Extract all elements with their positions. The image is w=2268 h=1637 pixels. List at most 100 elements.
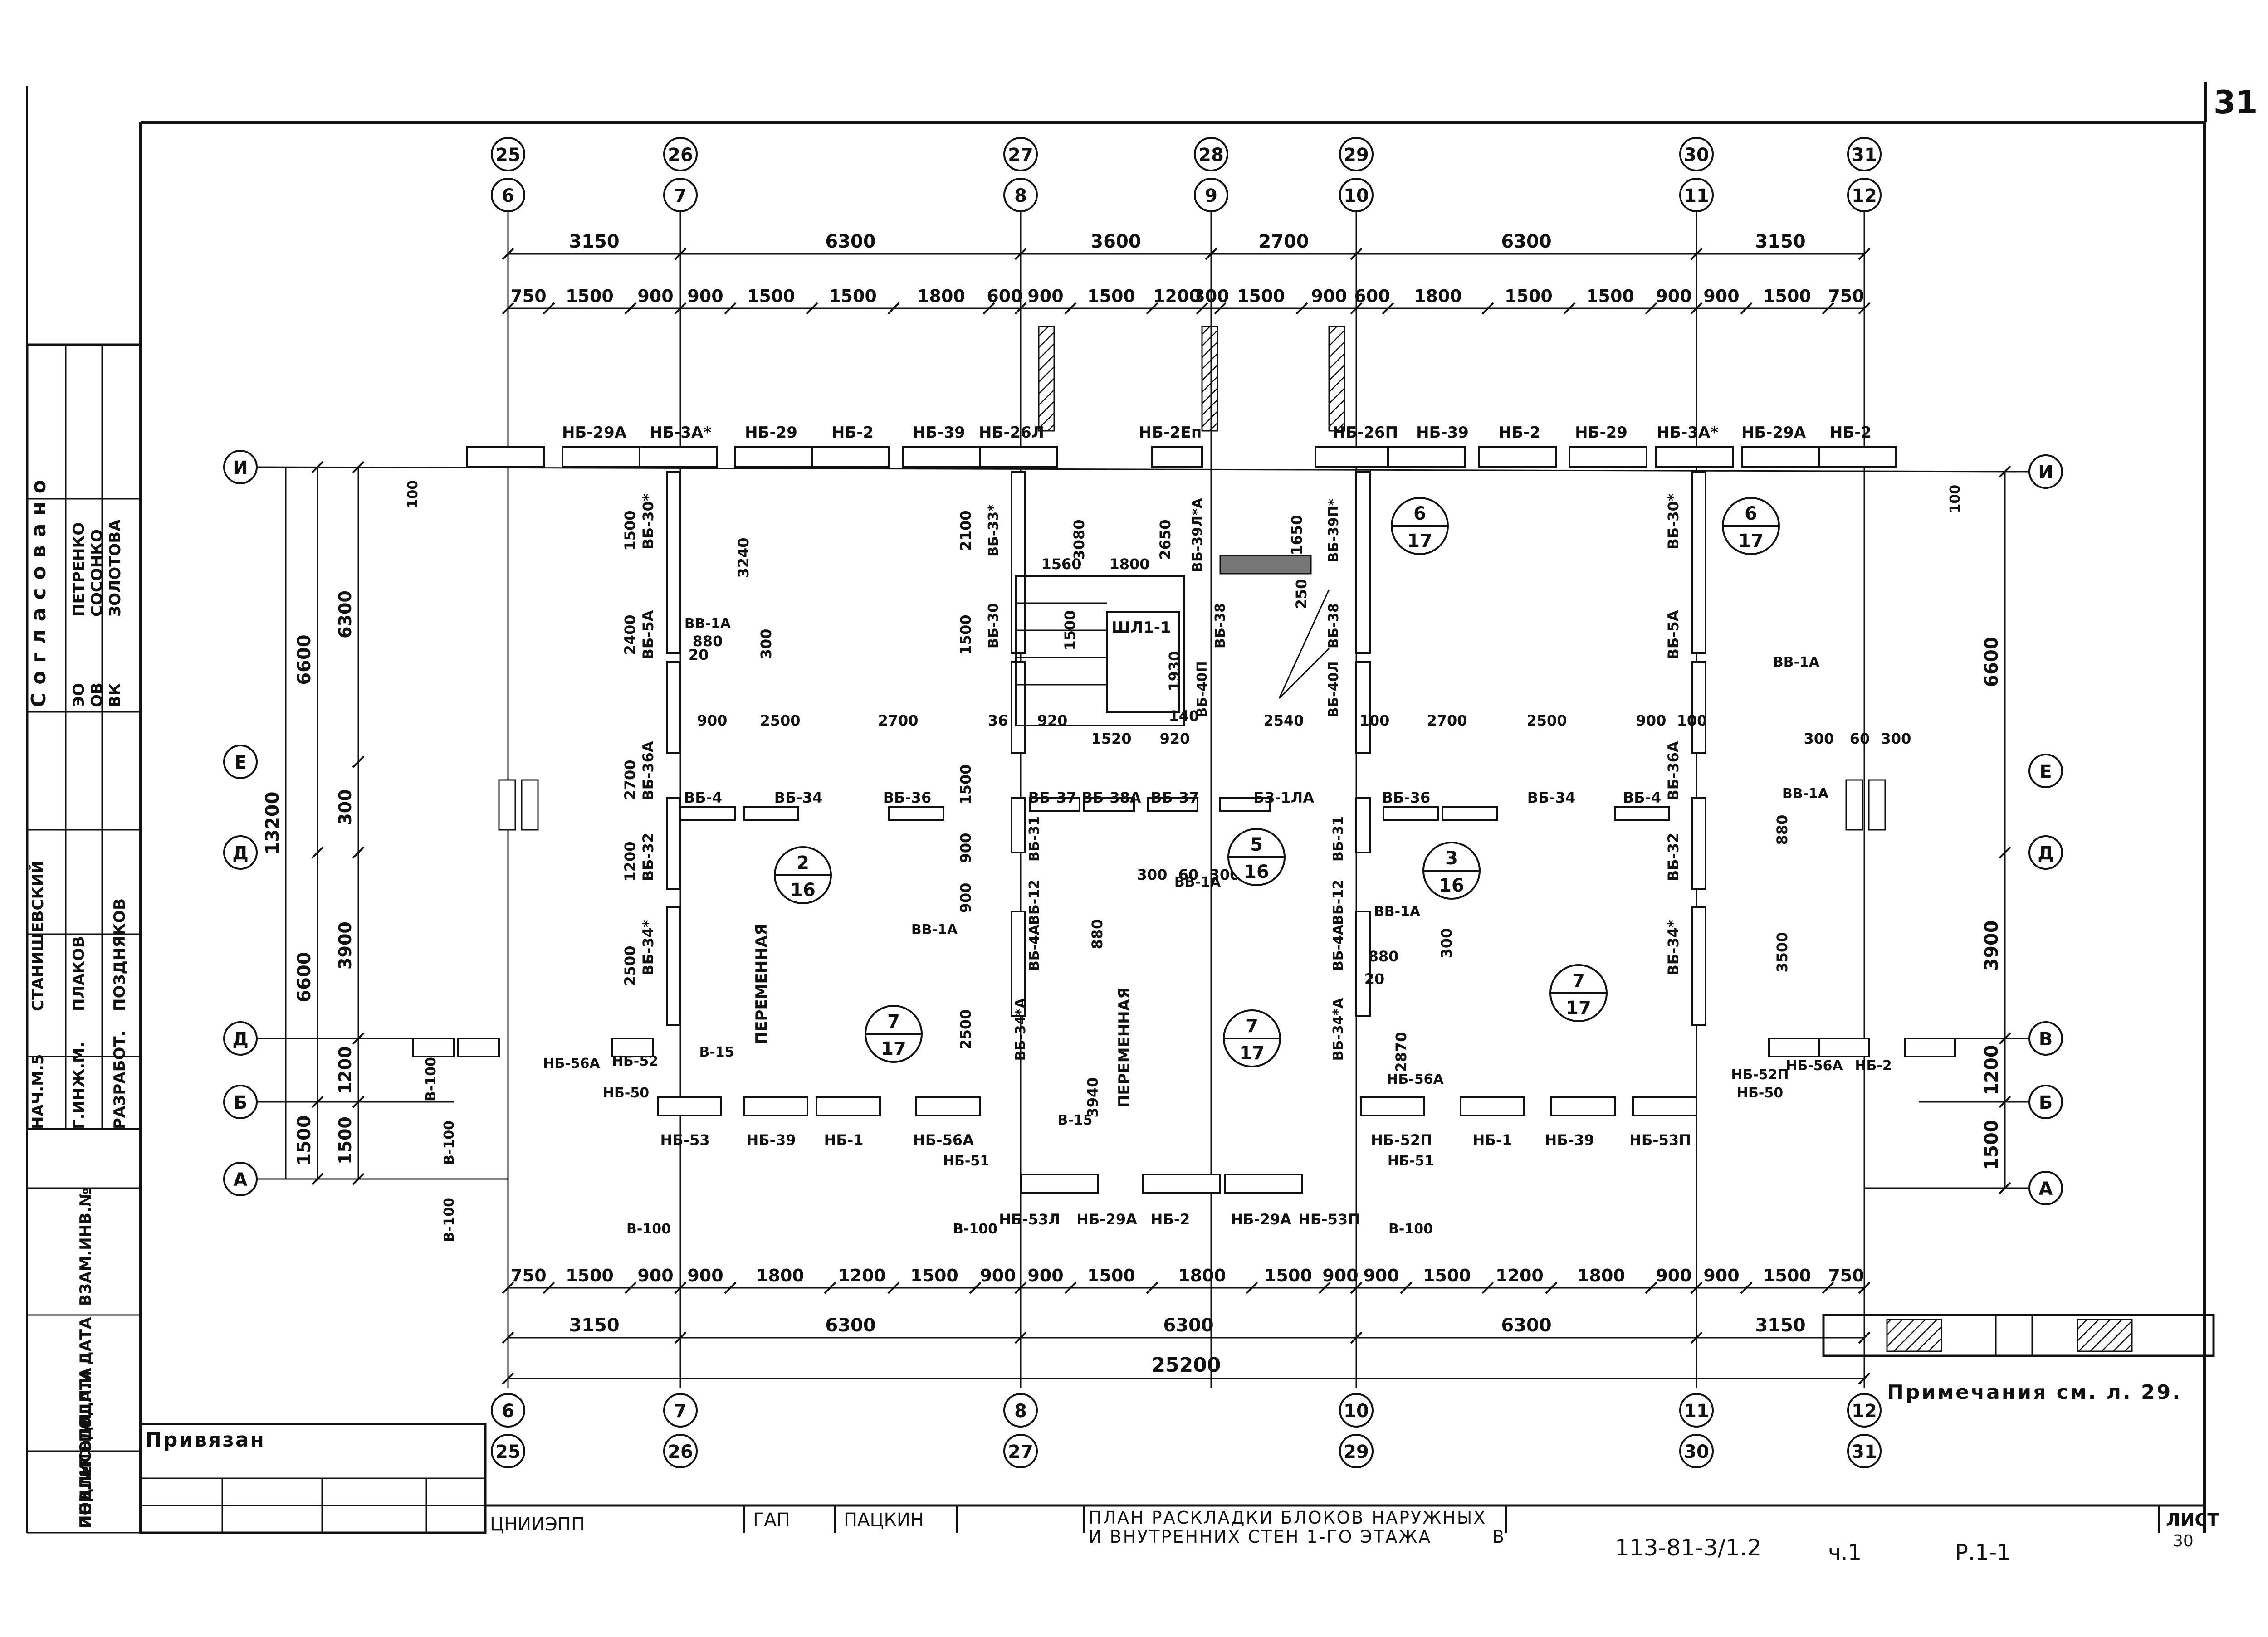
- axis-bubble-upper: [223, 1021, 258, 1056]
- interior-dimension: 1650: [1288, 515, 1305, 555]
- axis-bubble-bottom: 827: [1003, 1393, 1038, 1468]
- axis-bubble-upper: [1003, 1393, 1038, 1428]
- dimension-value: 300: [1193, 286, 1229, 306]
- dimension-value: 300: [335, 789, 355, 825]
- dimension-tick: [543, 1281, 555, 1294]
- block-label: НБ-56А: [1786, 1058, 1843, 1074]
- block-label: ВБ-30*: [1665, 493, 1682, 550]
- axis-bubble-top: 256: [491, 137, 525, 212]
- block-label: НБ-29А: [562, 424, 627, 442]
- axis-label-upper: Д: [2038, 843, 2054, 864]
- exterior-wall-block: [562, 446, 640, 468]
- axis-bubble-lower: [1679, 178, 1714, 212]
- axis-label-upper: И: [2038, 462, 2053, 483]
- axis-bubble-upper: [2028, 454, 2063, 489]
- block-label: НБ-50: [1737, 1085, 1783, 1101]
- block-label: В-15: [699, 1044, 734, 1060]
- axis-label-lower: 7: [674, 185, 687, 206]
- dimension-tick: [1858, 248, 1871, 260]
- axis-label-upper: 26: [668, 145, 693, 166]
- block-label: ВБ-4: [1623, 789, 1661, 806]
- dimension-tick: [674, 248, 687, 260]
- axis-bubble-upper: [663, 1393, 698, 1428]
- axis-bubble-left: Е: [223, 745, 258, 779]
- dimension-value: 1800: [1414, 286, 1462, 306]
- block-label: ВБ-37: [1151, 789, 1199, 806]
- axis-bubble-top: 26 7: [663, 137, 698, 212]
- section-callout: 717: [1223, 1009, 1281, 1067]
- interior-dimension: 2100: [957, 510, 974, 551]
- interior-dimension: 900: [957, 883, 974, 913]
- dimension-value: 1500: [1237, 286, 1285, 306]
- interior-wall-block: [1011, 797, 1026, 853]
- dimension-tick: [1350, 248, 1363, 260]
- interior-dimension: 2650: [1157, 519, 1174, 560]
- variable-label: ПЕРЕМЕННАЯ: [1115, 987, 1134, 1108]
- callout-number: 6: [1413, 503, 1426, 524]
- dimension-tick: [1822, 302, 1834, 315]
- dimension-tick: [887, 1281, 900, 1294]
- block-label: НБ-2: [832, 424, 874, 442]
- dimension-tick: [1382, 302, 1394, 315]
- callout-sheet: 17: [1566, 998, 1591, 1018]
- dimension-value: 600: [987, 286, 1022, 306]
- axis-bubble-upper: [223, 1162, 258, 1196]
- dimension-tick: [311, 1173, 324, 1185]
- block-label: ВБ-34*: [640, 920, 657, 976]
- dimension-value: 900: [637, 1266, 673, 1286]
- block-label: НБ-53П: [1629, 1131, 1691, 1149]
- staff-name: СТАНИШЕВСКИЙ: [29, 861, 47, 1011]
- axis-label-upper: Е: [234, 752, 246, 773]
- dimension-tick: [543, 302, 555, 315]
- sheet-title-line1: ПЛАН РАСКЛАДКИ БЛОКОВ НАРУЖНЫХ: [1089, 1508, 1486, 1528]
- dimension-tick: [1822, 1281, 1834, 1294]
- dimension-tick: [1690, 302, 1703, 315]
- interior-wall-block: [888, 806, 944, 821]
- axis-label-upper: 7: [674, 1401, 687, 1422]
- dimension-tick: [502, 248, 514, 260]
- dimension-value: 1800: [1178, 1266, 1226, 1286]
- sheet-title-suffix: В: [1492, 1527, 1504, 1547]
- block-label: ВБ-34*: [1665, 920, 1682, 976]
- axis-label-lower: 26: [668, 1442, 693, 1462]
- exterior-wall-block: [1904, 1038, 1956, 1057]
- interior-wall-block: [1219, 797, 1271, 812]
- title-block: [139, 1423, 2204, 1534]
- block-label: ВБ-32: [1665, 833, 1682, 882]
- interior-dimension: 2700: [621, 760, 639, 800]
- interior-dimension: 2700: [878, 712, 918, 729]
- exterior-wall-block: [1315, 446, 1393, 468]
- dimension-tick: [1481, 302, 1494, 315]
- interior-dimension: 880: [1774, 815, 1791, 845]
- block-label: ВБ-36: [883, 789, 932, 806]
- document-part: ч.1: [1828, 1540, 1862, 1565]
- dimension-value: 1500: [566, 1266, 614, 1286]
- block-label: НБ-2: [1499, 424, 1540, 442]
- dimension-tick: [1999, 1096, 2011, 1108]
- facade-sketch: [1822, 1314, 2215, 1357]
- axis-bubble-upper: [1679, 137, 1714, 171]
- axis-bubble-upper: [2028, 835, 2063, 870]
- axis-bubble-bottom: 7 26: [663, 1393, 698, 1468]
- block-label: НБ-52: [612, 1053, 658, 1069]
- exterior-wall-block: [639, 446, 718, 468]
- axis-label-lower: 12: [1852, 185, 1877, 206]
- dimension-tick: [1858, 1372, 1871, 1385]
- block-label: НБ-29А: [1076, 1211, 1137, 1228]
- block-label: ВБ-38А: [1081, 789, 1141, 806]
- dimension-value: 2700: [1258, 231, 1309, 252]
- exterior-wall-block: [902, 446, 981, 468]
- wall-thickness-label: В-100: [953, 1221, 997, 1237]
- interior-wall-block: [1691, 661, 1706, 754]
- dimension-tick: [311, 461, 324, 473]
- interior-wall-block: [1355, 471, 1371, 654]
- dimension-value: 1800: [1577, 1266, 1625, 1286]
- interior-wall-block: [1614, 806, 1670, 821]
- dimension-value: 900: [1363, 1266, 1399, 1286]
- exterior-wall-block: [1632, 1096, 1697, 1116]
- axis-label-upper: 25: [495, 145, 521, 166]
- block-label: ВБ-30*: [640, 493, 657, 550]
- callout-sheet: 17: [1407, 531, 1432, 551]
- dimension-value: 3150: [569, 231, 619, 252]
